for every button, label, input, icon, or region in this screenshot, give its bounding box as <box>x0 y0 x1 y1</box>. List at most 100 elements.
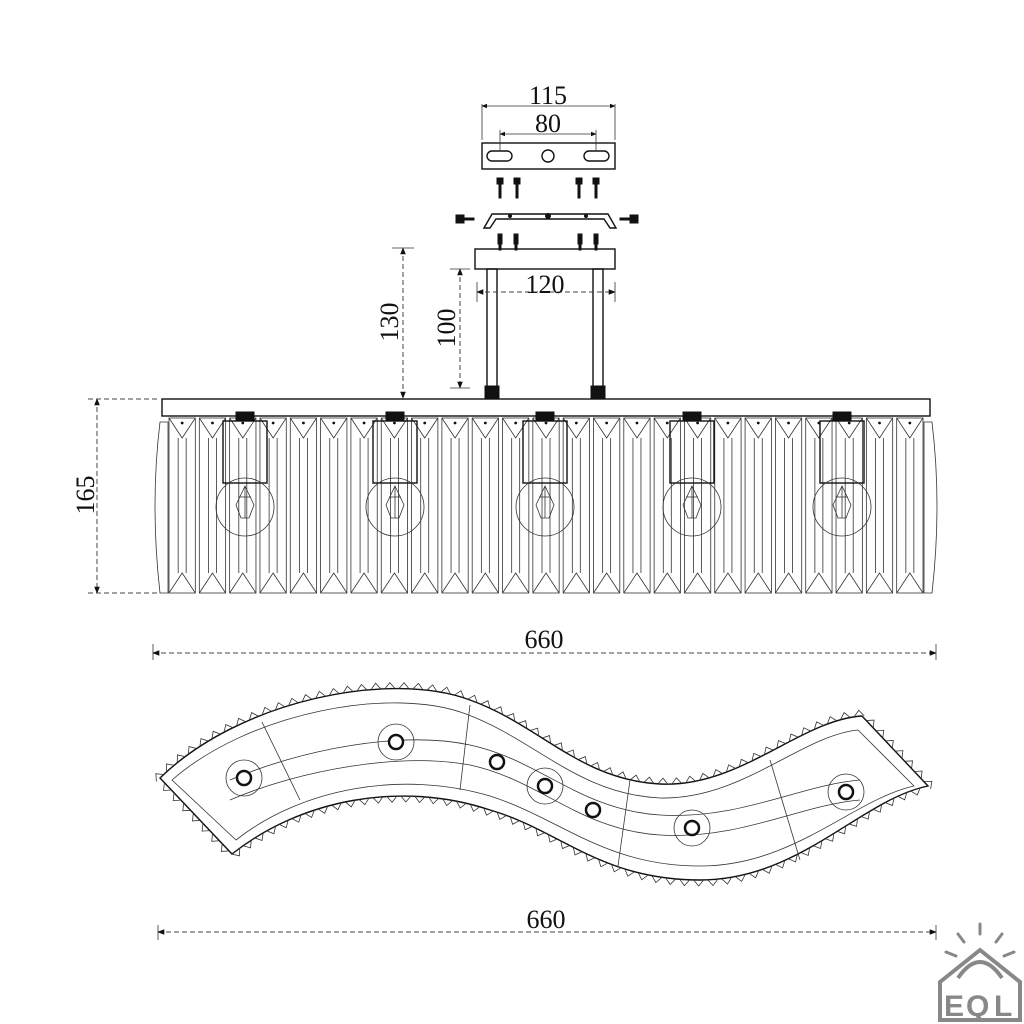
crystal-tooth <box>629 774 641 783</box>
crystal-prism <box>441 417 469 594</box>
crystal-tooth <box>530 727 540 736</box>
s-center-track-2 <box>229 760 861 836</box>
body-height-label: 165 <box>71 476 100 515</box>
socket <box>673 809 711 847</box>
crystal-tooth <box>800 847 811 856</box>
crystal-tooth <box>275 702 286 711</box>
crystal-tooth <box>751 752 762 762</box>
crystal-tooth <box>278 820 289 829</box>
crystal-tooth <box>467 694 478 703</box>
crystal-tooth <box>775 860 786 869</box>
top-crystal-edge <box>155 682 933 887</box>
crystal-tooth <box>657 777 669 785</box>
crystal-prism <box>653 417 681 594</box>
crystal-tooth <box>384 682 396 689</box>
crystal-prism <box>471 417 499 594</box>
crystal-tooth <box>685 775 696 784</box>
crystal-tooth <box>483 807 494 816</box>
crystal-tooth <box>163 782 172 791</box>
crystal-prism <box>198 417 227 594</box>
crystal-tooth <box>358 797 370 806</box>
crystal-tooth <box>572 847 583 856</box>
lamp-top-view <box>155 682 933 887</box>
crystal-tooth <box>910 787 921 796</box>
crystal-tooth <box>860 811 870 820</box>
crystal-prism <box>805 417 833 594</box>
crystal-tooth <box>725 764 736 773</box>
crystal-tooth <box>426 684 438 692</box>
crystal-tooth <box>813 721 824 730</box>
lamp-holder <box>662 411 722 537</box>
crystal-tooth <box>553 742 563 751</box>
crystal-tooth <box>535 828 545 837</box>
suspension-rods <box>484 268 606 399</box>
house-sun-logo-icon: E Q L <box>938 922 1022 1023</box>
crystal-tooth <box>242 840 252 849</box>
crystal-prism <box>623 417 651 594</box>
crystal-tooth <box>254 832 264 842</box>
crystal-tooth <box>236 717 246 726</box>
canopy <box>474 248 616 270</box>
dim-plate-width: 115 <box>481 81 616 140</box>
crystal-tooth <box>345 799 356 808</box>
s-center-track-1 <box>229 739 861 816</box>
crystal-prism <box>835 417 863 594</box>
crystal-tooth <box>372 796 384 804</box>
crystal-prisms <box>168 417 924 594</box>
screw-set-upper <box>496 177 600 199</box>
crystal-tooth <box>735 874 746 883</box>
crystal-prism <box>289 417 317 594</box>
crystal-tooth <box>428 796 440 805</box>
crystal-tooth <box>155 773 164 782</box>
crystal-tooth <box>875 729 885 739</box>
crystal-tooth <box>598 859 608 868</box>
crystal-tooth <box>813 840 823 850</box>
crystal-prism <box>684 417 712 594</box>
crystal-tooth <box>172 792 181 802</box>
dim-length-top: 660 <box>157 905 937 940</box>
crystal-tooth <box>914 770 923 779</box>
crystal-tooth <box>496 811 507 820</box>
dim-drop-rods: 100 <box>432 268 470 389</box>
crystal-tooth <box>699 772 710 781</box>
crystal-tooth <box>469 804 481 812</box>
crystal-tooth <box>211 730 221 740</box>
top-sockets <box>225 723 865 847</box>
crystal-tooth <box>386 795 398 803</box>
crystal-tooth <box>904 760 913 769</box>
crystal-prism <box>593 417 621 594</box>
crystal-tooth <box>201 823 210 832</box>
crystal-tooth <box>547 834 558 843</box>
mounting-plate <box>481 142 616 170</box>
crystal-tooth <box>412 682 424 690</box>
dim-body-height: 165 <box>71 398 158 594</box>
socket <box>827 773 865 811</box>
crystal-tooth <box>440 686 451 695</box>
crystal-tooth <box>665 877 676 886</box>
crystal-prism <box>562 417 590 594</box>
crystal-tooth <box>398 682 410 690</box>
crystal-tooth <box>356 683 368 692</box>
length-front-label: 660 <box>525 625 564 654</box>
crystal-tooth <box>304 809 315 819</box>
crystal-tooth <box>764 746 774 755</box>
length-top-label: 660 <box>527 905 566 934</box>
lamp-holder <box>215 411 275 537</box>
crystal-tooth <box>762 865 773 874</box>
crystal-tooth <box>895 750 904 759</box>
s-inner-edge <box>171 702 915 867</box>
crystal-prism <box>229 417 257 594</box>
dim-length-front: 660 <box>152 625 937 660</box>
crystal-prism <box>744 417 772 594</box>
lamp-holder <box>812 411 872 537</box>
crystal-tooth <box>712 768 723 777</box>
crystal-tooth <box>266 826 276 835</box>
crystal-tooth <box>187 745 197 755</box>
plate-width-label: 115 <box>529 81 567 110</box>
lamp-holder <box>515 411 575 537</box>
crystal-tooth <box>748 870 760 879</box>
crystal-tooth <box>788 854 798 863</box>
segment-dividers <box>261 704 801 867</box>
crystal-tooth <box>603 767 614 776</box>
crystal-tooth <box>317 805 329 814</box>
